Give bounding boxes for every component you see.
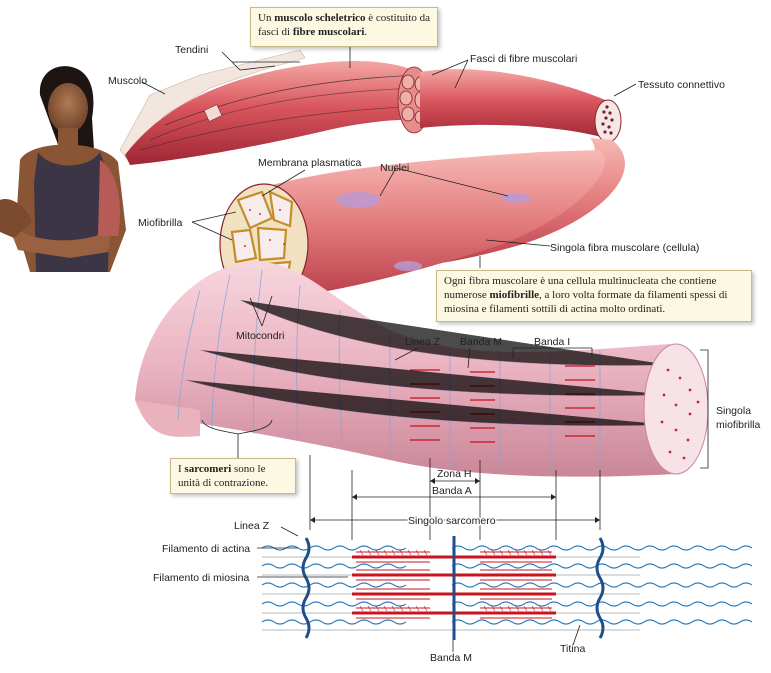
callout-muscle-text-3: . (364, 25, 368, 38)
label-banda-m-top: Banda M (460, 336, 502, 348)
label-singola-fibra: Singola fibra muscolare (cellula) (550, 242, 699, 254)
callout-sarcomere-text-2: sono le unità di contrazione. (178, 463, 269, 489)
label-banda-a: Banda A (432, 485, 472, 497)
label-titina: Titina (560, 643, 585, 655)
callout-muscle-bold-1: muscolo scheletrico (274, 12, 366, 24)
label-banda-i: Banda I (534, 336, 570, 348)
whole-muscle (119, 49, 432, 165)
label-filamento-actina: Filamento di actina (162, 543, 250, 555)
label-nuclei: Nuclei (380, 162, 409, 174)
callout-sarcomere-text-1: I (178, 463, 185, 475)
label-singola-2: miofibrilla (716, 419, 761, 431)
leader-lines (141, 47, 709, 652)
callout-fiber-text-1: Ogni fibra muscolare è una cellula multi… (444, 275, 717, 301)
label-filamento-miosina: Filamento di miosina (153, 572, 249, 584)
label-linea-z: Linea Z (234, 520, 270, 532)
callout-muscle-text-2: è costituito da fasci di (258, 12, 431, 38)
callout-sarcomere-bold-1: sarcomeri (184, 463, 232, 475)
label-banda-m-bottom: Banda M (430, 652, 472, 664)
callout-sarcomere: I sarcomeri sono le unità di contrazione… (170, 458, 296, 494)
label-tessuto: Tessuto connettivo (638, 79, 725, 91)
single-fiber (219, 150, 606, 305)
label-membrana: Membrana plasmatica (258, 157, 361, 169)
callout-muscle: Un muscolo scheletrico è costituito da f… (250, 7, 438, 47)
callout-fiber-bold-1: miofibrille (489, 288, 540, 301)
label-miofibrilla: Miofibrilla (138, 217, 183, 229)
label-fasci: Fasci di fibre muscolari (470, 53, 577, 65)
sarcomere-detail (261, 455, 753, 640)
callout-fiber-text-2: , a loro volta formate da filamenti spes… (444, 288, 728, 315)
label-tendini: Tendini (175, 44, 208, 56)
labels: Tendini Muscolo Fasci di fibre muscolari… (108, 44, 761, 664)
woman-figure (0, 66, 126, 272)
label-zona-h: Zona H (437, 468, 471, 480)
label-singola-1: Singola (716, 405, 751, 417)
label-singolo-sarcomero: Singolo sarcomero (408, 515, 496, 527)
callout-muscle-text-1: Un (258, 12, 275, 24)
label-muscolo: Muscolo (108, 75, 147, 87)
label-mitocondri: Mitocondri (236, 330, 284, 342)
callout-fiber: Ogni fibra muscolare è una cellula multi… (436, 270, 752, 322)
label-linea-z-top: Linea Z (405, 336, 441, 348)
callout-muscle-bold-2: fibre muscolari (292, 25, 365, 38)
